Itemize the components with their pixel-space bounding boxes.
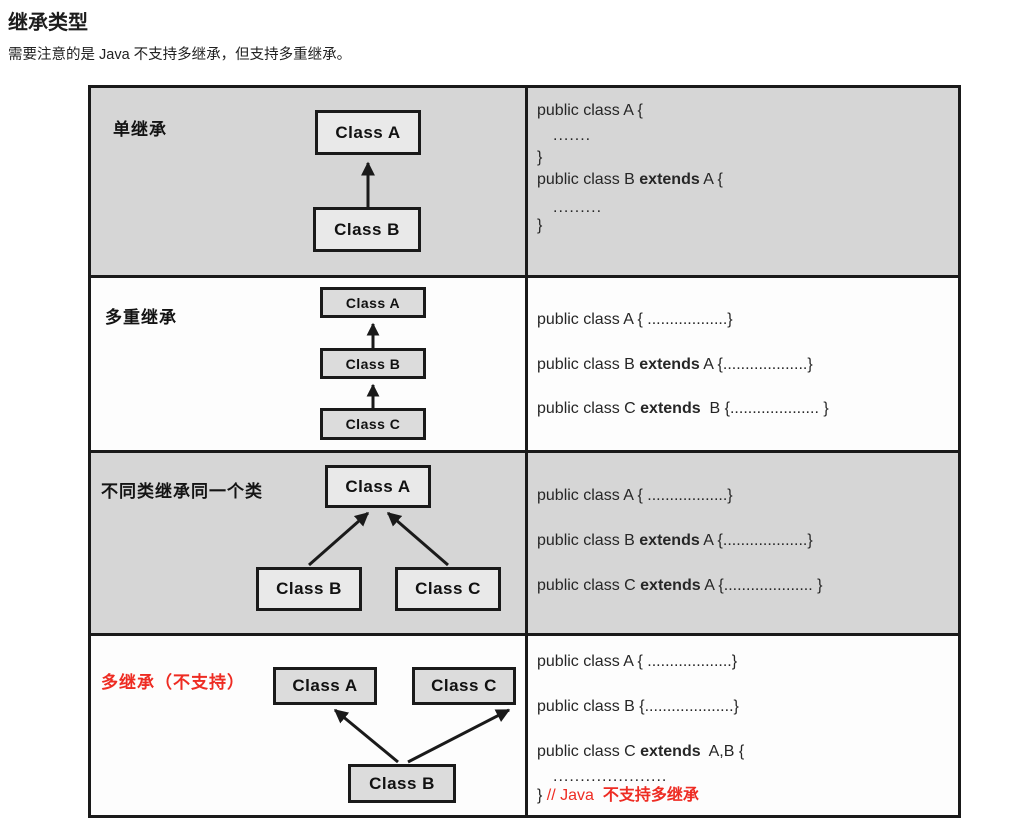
code-cell: public class A { ..................} pub… xyxy=(528,453,958,633)
code-line: public class B {....................} xyxy=(537,697,739,717)
code-line: } xyxy=(537,148,542,168)
code-line: public class C extends A,B { xyxy=(537,742,744,762)
code-segment: A {...................} xyxy=(699,356,813,373)
code-segment: A {...................} xyxy=(699,532,813,549)
code-segment: public class B xyxy=(537,532,640,549)
code-segment: extends xyxy=(640,400,701,417)
code-segment: extends xyxy=(640,743,701,760)
table-row: 不同类继承同一个类 Class A Class B Class C public… xyxy=(91,453,958,636)
code-line: } // Java 不支持多继承 xyxy=(537,786,699,806)
row-label: 多重继承 xyxy=(105,308,177,327)
code-segment: public class C xyxy=(537,577,641,594)
code-segment: public class A { ..................} xyxy=(537,487,733,504)
code-line: public class B extends A {..............… xyxy=(537,355,813,375)
code-segment: public class A { ..................} xyxy=(537,311,733,328)
code-cell: public class A { ..................} pub… xyxy=(528,278,958,450)
code-segment: extends xyxy=(639,532,700,549)
code-segment: public class C xyxy=(537,743,641,760)
code-segment: // Java xyxy=(546,787,603,804)
class-box: Class C xyxy=(395,567,501,611)
code-line: public class B extends A { xyxy=(537,170,723,190)
code-line: ..................... xyxy=(553,767,667,787)
page-title: 继承类型 xyxy=(8,12,88,34)
code-segment: A,B { xyxy=(700,743,745,760)
code-segment: ......... xyxy=(553,199,603,216)
class-box: Class A xyxy=(273,667,377,705)
code-cell: public class A { ...................} pu… xyxy=(528,636,958,815)
code-segment: public class B xyxy=(537,171,640,188)
class-box: Class A xyxy=(315,110,421,155)
intro-text: 需要注意的是 Java 不支持多继承，但支持多重继承。 xyxy=(8,47,352,63)
code-segment: A { xyxy=(699,171,723,188)
code-line: public class B extends A {..............… xyxy=(537,531,813,551)
code-line: public class A { ..................} xyxy=(537,310,733,330)
code-segment: } xyxy=(537,217,543,234)
row-label: 不同类继承同一个类 xyxy=(101,482,263,501)
table-row: 多重继承 Class A Class B Class C public clas… xyxy=(91,278,958,453)
code-segment: B {.................... } xyxy=(700,400,829,417)
code-segment: public class C xyxy=(537,400,641,417)
code-segment: A {.................... } xyxy=(700,577,823,594)
code-segment: public class B xyxy=(537,356,640,373)
code-line: public class A { ..................} xyxy=(537,486,733,506)
row-label: 多继承（不支持） xyxy=(101,673,245,692)
code-line: public class C extends B {..............… xyxy=(537,399,829,419)
class-box: Class B xyxy=(348,764,456,803)
diagram-cell: 多继承（不支持） Class A Class C Class B xyxy=(91,636,528,815)
class-box: Class C xyxy=(320,408,426,440)
code-segment: 不支持多继承 xyxy=(602,787,699,804)
code-segment: ....... xyxy=(553,127,592,144)
code-segment: public class A { ...................} xyxy=(537,653,738,670)
class-box: Class B xyxy=(313,207,421,252)
code-line: ....... xyxy=(553,126,591,146)
code-segment: } xyxy=(537,787,547,804)
table-row: 多继承（不支持） Class A Class C Class B public … xyxy=(91,636,958,815)
inheritance-arrow-icon xyxy=(333,708,511,764)
code-segment: extends xyxy=(639,171,700,188)
code-cell: public class A { ....... } public class … xyxy=(528,88,958,275)
code-line: ......... xyxy=(553,198,602,218)
class-box: Class B xyxy=(256,567,362,611)
row-label: 单继承 xyxy=(113,120,167,139)
code-segment: public class B {....................} xyxy=(537,698,739,715)
table-row: 单继承 Class A Class B public class A { ...… xyxy=(91,88,958,278)
class-box: Class A xyxy=(320,287,426,318)
code-segment: public class A { xyxy=(537,102,643,119)
inheritance-types-diagram: 单继承 Class A Class B public class A { ...… xyxy=(88,85,961,818)
diagram-cell: 不同类继承同一个类 Class A Class B Class C xyxy=(91,453,528,633)
code-line: public class C extends A {..............… xyxy=(537,576,822,596)
diagram-cell: 单继承 Class A Class B xyxy=(91,88,528,275)
code-line: public class A { xyxy=(537,101,643,121)
code-segment: } xyxy=(537,149,543,166)
code-line: public class A { ...................} xyxy=(537,652,737,672)
class-box: Class C xyxy=(412,667,516,705)
code-segment: extends xyxy=(639,356,700,373)
diagram-cell: 多重继承 Class A Class B Class C xyxy=(91,278,528,450)
code-segment: extends xyxy=(640,577,701,594)
class-box: Class B xyxy=(320,348,426,379)
code-segment: ..................... xyxy=(553,768,668,785)
class-box: Class A xyxy=(325,465,431,508)
code-line: } xyxy=(537,216,542,236)
